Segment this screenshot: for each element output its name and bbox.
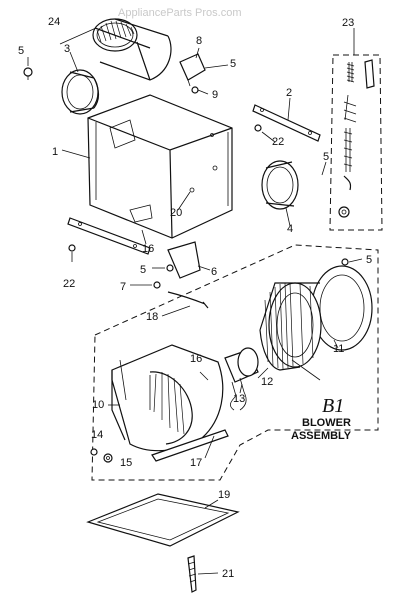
label-part-3: 3 [64, 43, 70, 55]
screw-part-21 [187, 555, 197, 593]
label-part-18: 18 [146, 311, 158, 323]
label-part-22-b: 22 [63, 278, 75, 290]
label-part-1: 1 [52, 146, 58, 158]
part-number-labels: 24 3 5 1 8 5 9 2 22 5 4 20 16 22 5 6 7 1… [18, 16, 372, 580]
assembly-caption-line-2: ASSEMBLY [291, 430, 352, 442]
ring-collar-part-4 [261, 160, 299, 210]
housing-box-part-1 [87, 94, 233, 239]
label-part-20: 20 [170, 207, 182, 219]
label-part-12: 12 [261, 376, 273, 388]
label-part-5-a: 5 [18, 45, 24, 57]
label-part-5-d: 5 [140, 264, 146, 276]
label-part-14: 14 [91, 429, 103, 441]
label-part-4: 4 [287, 223, 293, 235]
label-part-6: 6 [211, 266, 217, 278]
label-part-24: 24 [48, 16, 60, 28]
label-part-5-e: 5 [366, 254, 372, 266]
label-part-21: 21 [222, 568, 234, 580]
leader-lines [27, 27, 363, 575]
bottom-rail-part-16 [67, 204, 153, 255]
screw-part-5-left [23, 67, 33, 80]
inlet-ring-part-11 [311, 258, 373, 351]
label-part-8: 8 [196, 35, 202, 47]
label-part-7: 7 [120, 281, 126, 293]
nut-part-15 [103, 453, 113, 463]
label-part-22-a: 22 [272, 136, 284, 148]
label-part-16-b: 16 [190, 353, 202, 365]
screw-part-22-left [68, 244, 76, 252]
label-part-16-a: 16 [142, 243, 154, 255]
label-part-11: 11 [333, 343, 344, 355]
label-part-10: 10 [92, 399, 104, 411]
washer-part-14 [90, 448, 98, 456]
label-part-19: 19 [218, 489, 230, 501]
label-part-15: 15 [120, 457, 132, 469]
motor-part-13 [224, 347, 259, 411]
assembly-caption-line-1: BLOWER [302, 417, 351, 429]
assembly-code: B1 [322, 395, 344, 417]
chain-assembly-part-23 [329, 54, 383, 231]
label-part-5-c: 5 [323, 151, 329, 163]
blower-assembly-outline [91, 244, 379, 481]
label-part-2: 2 [286, 87, 292, 99]
blower-housing-part-10 [111, 344, 229, 462]
label-part-9: 9 [212, 89, 218, 101]
bracket-part-6 [153, 241, 201, 289]
bracket-part-8 [179, 53, 206, 94]
ground-wire-part-18 [167, 291, 209, 309]
label-part-23: 23 [342, 17, 354, 29]
label-part-17: 17 [190, 457, 202, 469]
label-part-13: 13 [233, 393, 245, 405]
label-part-5-b: 5 [230, 58, 236, 70]
watermark: ApplianceParts Pros.com [118, 7, 242, 19]
mounting-bar-part-2 [252, 104, 321, 142]
blower-wheel-part-12 [259, 282, 322, 371]
duct-collar-part-24 [92, 18, 172, 81]
ring-collar-part-3 [61, 69, 100, 115]
assembly-caption: B1 BLOWER ASSEMBLY [291, 395, 352, 442]
grille-panel-part-19 [86, 493, 240, 547]
